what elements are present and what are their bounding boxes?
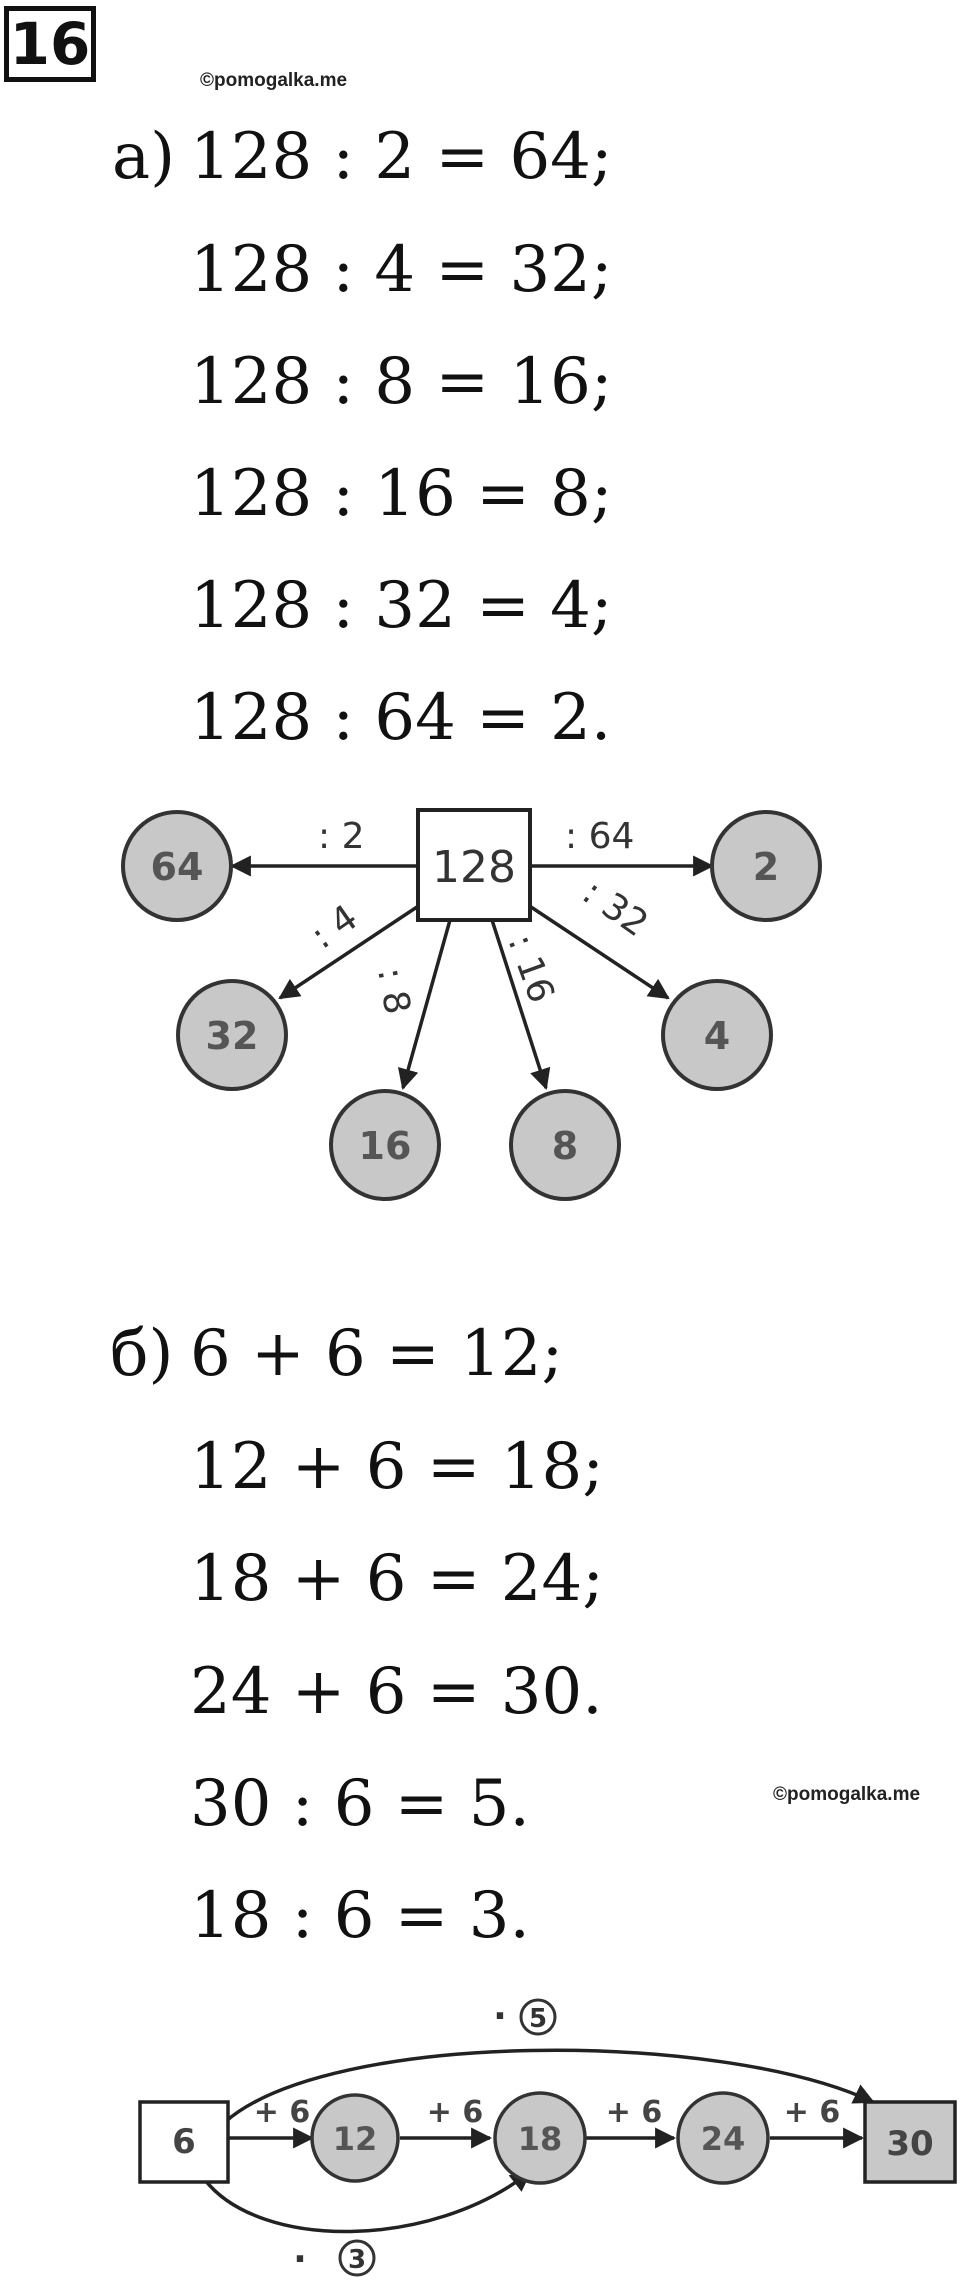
part-a-line-5: 128 : 32 = 4; [190,569,613,643]
start-value: 6 [172,2122,196,2162]
arrow-to-16 [397,919,452,1091]
circle-12-value: 12 [333,2120,378,2158]
circle-24 [676,2091,770,2185]
circle-32-value: 32 [206,1014,259,1058]
part-b-line-2: 12 + 6 = 18; [190,1430,604,1504]
op-label-16: : 16 [500,929,562,1008]
circle-16-value: 16 [359,1124,412,1168]
bottom-num: 3 [348,2245,366,2275]
part-b-line-6: 18 : 6 = 3. [190,1879,530,1953]
bottom-arc [203,2170,532,2234]
end-value: 30 [886,2124,933,2164]
bottom-num-ring [338,2239,376,2277]
part-b-line-5: 30 : 6 = 5. [190,1767,530,1841]
center-box [416,808,532,922]
circle-2-value: 2 [753,845,779,889]
step-label-4: + 6 [784,2095,840,2130]
center-value: 128 [432,842,516,893]
part-a-line-6: 128 : 64 = 2. [190,681,612,755]
arrow-to-32 [278,903,421,1000]
top-op-dot: · [493,1996,507,2037]
circle-12 [310,2093,400,2183]
circle-32 [176,979,288,1091]
op-label-2: : 2 [318,816,364,857]
end-box [863,2100,957,2184]
circle-18 [493,2091,587,2185]
circle-64-value: 64 [151,845,204,889]
part-b-line-1: 6 + 6 = 12; [190,1317,564,1391]
op-label-8: : 8 [369,964,417,1017]
task-number: 16 [4,6,96,82]
circle-4 [661,979,773,1091]
circle-64 [121,810,233,922]
part-a-line-2: 128 : 4 = 32; [190,233,613,307]
top-num-ring [519,1998,557,2036]
part-a-line-4: 128 : 16 = 8; [190,457,613,531]
addition-diagram: 6 30 12 18 24 + 6 + 6 + 6 + 6 · 5 · 3 [138,1996,957,2280]
part-b-label: б) [110,1317,174,1391]
part-a-line-1: 128 : 2 = 64; [190,120,613,194]
circle-8 [509,1089,621,1201]
step-label-1: + 6 [254,2095,310,2130]
part-b-line-3: 18 + 6 = 24; [190,1542,604,1616]
circle-8-value: 8 [552,1124,578,1168]
op-label-32: : 32 [575,872,655,945]
part-a-line-3: 128 : 8 = 16; [190,345,613,419]
part-a-label: а) [112,120,176,194]
arrow-to-8 [490,919,551,1090]
circle-18-value: 18 [518,2120,563,2158]
op-label-64: : 64 [565,816,634,857]
start-box [138,2100,230,2184]
step-label-3: + 6 [606,2095,662,2130]
watermark-top: ©pomogalka.me [200,70,348,91]
bottom-op-dot: · [293,2239,307,2280]
circle-16 [329,1089,441,1201]
watermark-middle: ©pomogalka.me [773,1784,921,1805]
circle-24-value: 24 [701,2120,746,2158]
circle-4-value: 4 [704,1014,730,1058]
part-b-line-4: 24 + 6 = 30. [190,1655,603,1729]
top-num: 5 [529,2004,547,2034]
circle-2 [710,810,822,922]
step-label-2: + 6 [427,2095,483,2130]
division-diagram: 128 64 32 16 8 4 2 : 2 : 64 : 4 : 8 : 16… [121,808,822,1201]
top-arc [223,2048,875,2124]
arrow-to-4 [527,903,670,1000]
